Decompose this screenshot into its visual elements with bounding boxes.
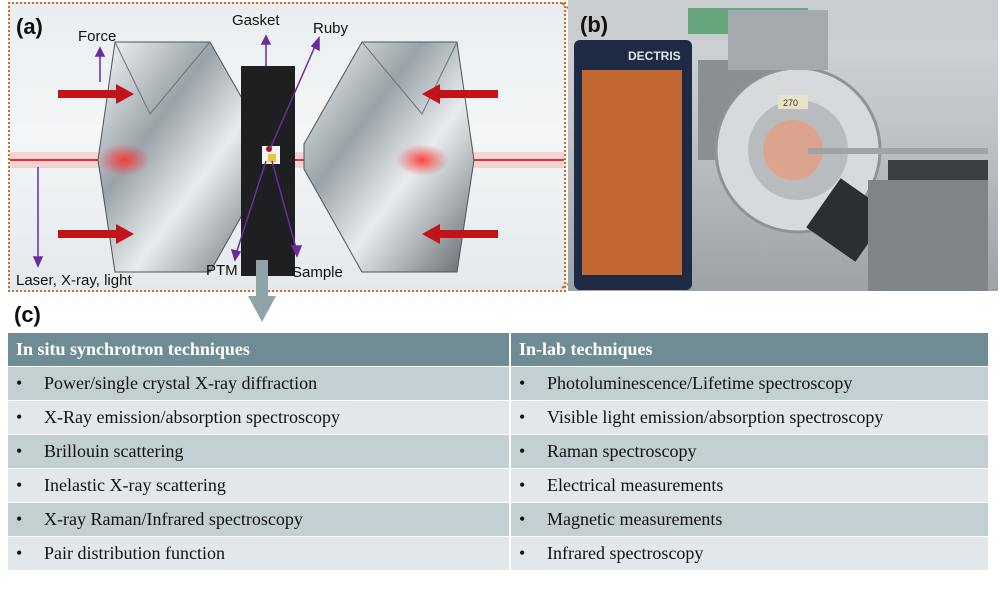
plate-number: 270: [783, 98, 798, 108]
dac-schematic: [10, 34, 564, 276]
column-header-in-lab: In-lab techniques: [510, 333, 990, 367]
panel-c-letter: (c): [14, 302, 41, 327]
laser-label: Laser, X-ray, light: [16, 272, 132, 289]
table-cell: •Power/single crystal X-ray diffraction: [8, 366, 511, 401]
table-cell: •Pair distribution function: [8, 536, 511, 570]
down-arrow: [248, 260, 276, 322]
table-row: •Pair distribution function •Infrared sp…: [8, 536, 990, 570]
table-cell: •Brillouin scattering: [8, 434, 511, 469]
dac-cell: [763, 120, 823, 180]
ptm-label: PTM: [206, 262, 238, 279]
panel-b-photo: DECTRIS 270 (b): [568, 0, 998, 291]
table-cell: •Inelastic X-ray scattering: [8, 468, 511, 503]
table-row: •Brillouin scattering •Raman spectroscop…: [8, 434, 990, 469]
table-cell: •Electrical measurements: [510, 468, 990, 503]
column-header-synchrotron: In situ synchrotron techniques: [8, 333, 511, 367]
detector-window: [582, 70, 682, 275]
table-row: •X-ray Raman/Infrared spectroscopy •Magn…: [8, 502, 990, 537]
ruby-label: Ruby: [313, 20, 349, 37]
force-label: Force: [78, 28, 117, 45]
table-cell: •Photoluminescence/Lifetime spectroscopy: [510, 366, 990, 401]
table-cell: •X-ray Raman/Infrared spectroscopy: [8, 502, 511, 537]
table-row: •Power/single crystal X-ray diffraction …: [8, 366, 990, 401]
table-cell: •Magnetic measurements: [510, 502, 990, 537]
label-leader-lines: [32, 34, 320, 268]
panel-a-diagram: (a) Force Gasket Ruby PTM Sample Laser, …: [8, 2, 566, 292]
table-cell: •Raman spectroscopy: [510, 434, 990, 469]
sample-label: Sample: [292, 264, 343, 281]
instrument-photo: DECTRIS 270: [568, 0, 998, 291]
detector-brand-text: DECTRIS: [628, 49, 681, 63]
table-row: •Inelastic X-ray scattering •Electrical …: [8, 468, 990, 503]
force-arrows: [58, 84, 498, 244]
gasket: [241, 66, 295, 276]
table-row: •X-Ray emission/absorption spectroscopy …: [8, 400, 990, 435]
panel-b-letter: (b): [580, 12, 609, 37]
sample-holder-rod: [808, 148, 988, 154]
table-cell: •X-Ray emission/absorption spectroscopy: [8, 400, 511, 435]
gasket-label: Gasket: [232, 12, 280, 29]
table-cell: •Infrared spectroscopy: [510, 536, 990, 570]
left-diamond-anvil: [97, 41, 269, 273]
right-diamond-anvil: [303, 41, 475, 273]
table-cell: •Visible light emission/absorption spect…: [510, 400, 990, 435]
panel-a-letter: (a): [16, 14, 43, 39]
techniques-table: In situ synchrotron techniques In-lab te…: [8, 333, 990, 570]
sample: [268, 154, 276, 162]
